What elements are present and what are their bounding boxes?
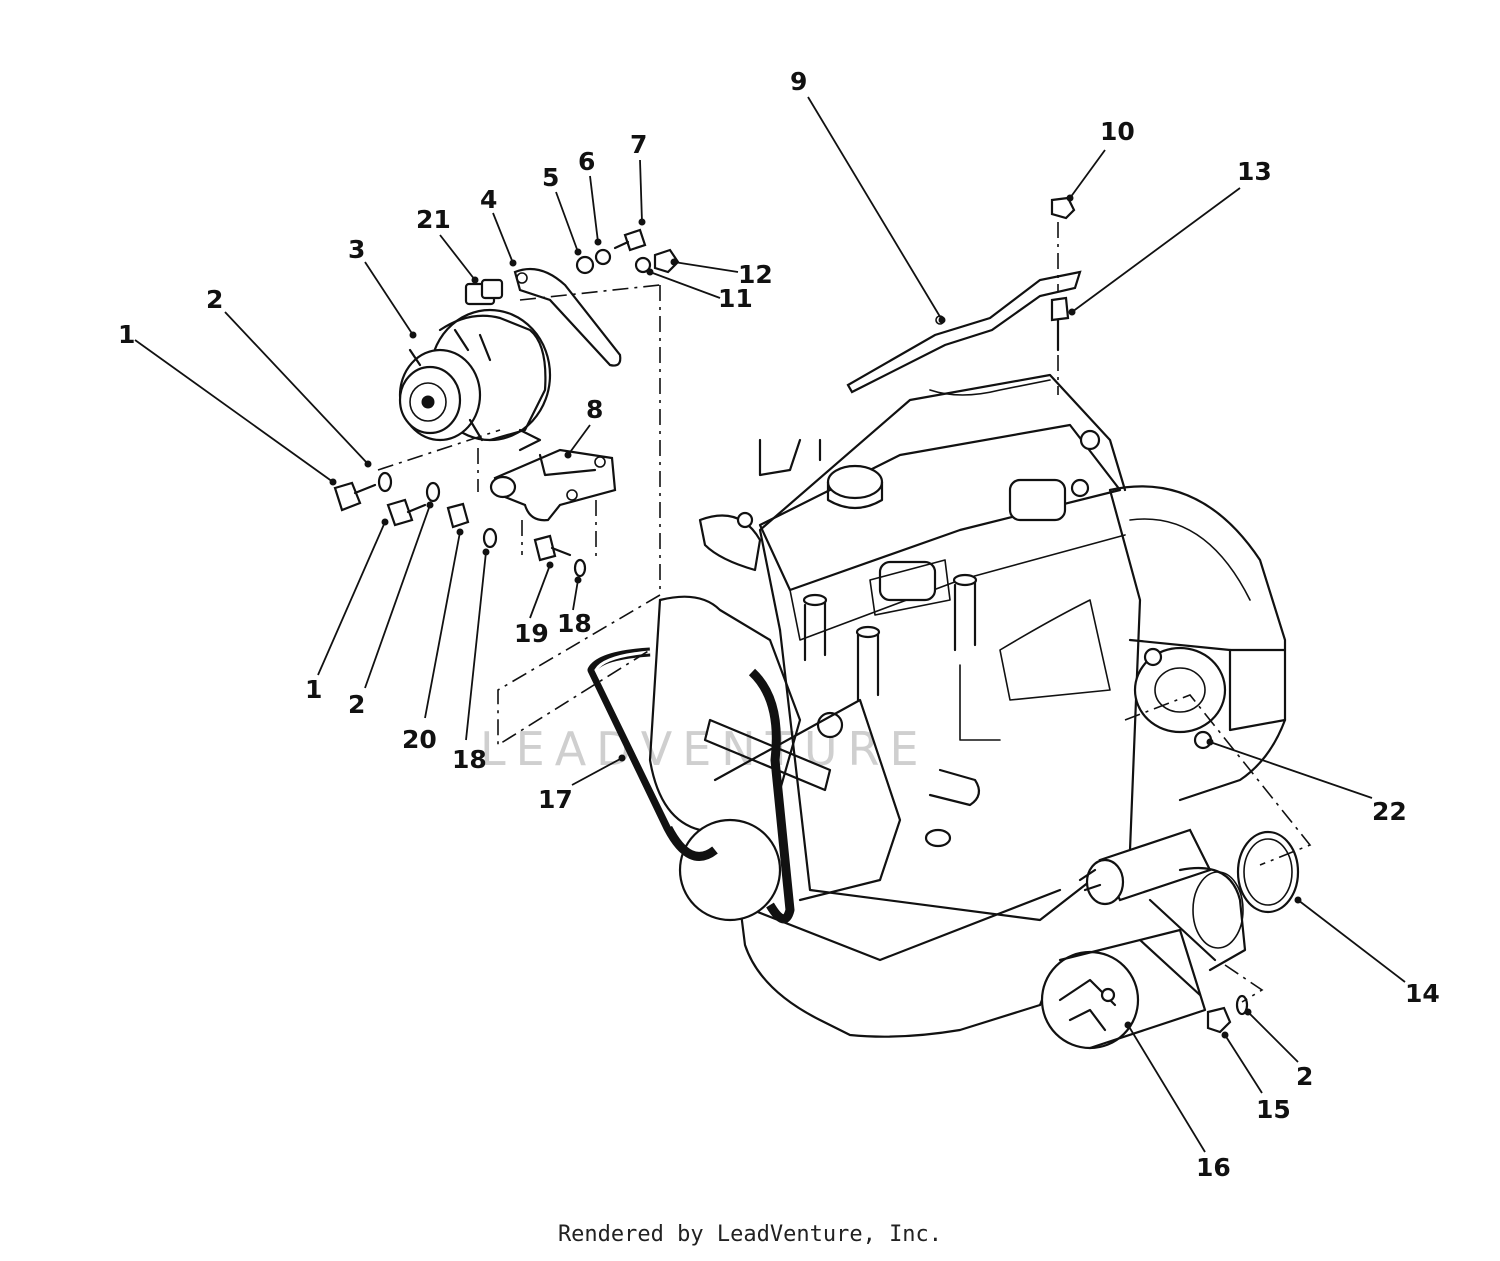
callout-1-bottom: 1 [305, 675, 322, 704]
starter-motor [1040, 828, 1247, 1050]
render-credit: Rendered by LeadVenture, Inc. [557, 1222, 943, 1247]
callout-labels: 1 2 3 21 4 5 6 7 12 11 8 1 2 20 18 19 18… [118, 67, 1440, 1182]
callout-5: 5 [542, 163, 559, 192]
callout-14: 14 [1405, 979, 1440, 1008]
callout-2-starter: 2 [1296, 1062, 1313, 1091]
watermark: LEADVENTURE [480, 722, 929, 776]
watermark-text: LEADVENTURE [480, 722, 929, 776]
callout-20: 20 [402, 725, 437, 754]
callout-9: 9 [790, 67, 807, 96]
callout-1-top: 1 [118, 320, 135, 349]
callout-4: 4 [480, 185, 497, 214]
mounting-bracket [489, 448, 617, 522]
callout-17: 17 [538, 785, 573, 814]
callout-8: 8 [586, 395, 603, 424]
callout-18-lower: 18 [452, 745, 487, 774]
connector [464, 278, 504, 306]
callout-10: 10 [1100, 117, 1135, 146]
callout-2-bottom: 2 [348, 690, 365, 719]
callout-22: 22 [1372, 797, 1407, 826]
callout-16: 16 [1196, 1153, 1231, 1182]
hardware [333, 196, 1249, 1034]
callout-11: 11 [718, 284, 753, 313]
callout-21: 21 [416, 205, 451, 234]
callout-2-top: 2 [206, 285, 223, 314]
callout-12: 12 [738, 260, 773, 289]
gasket [846, 270, 1082, 394]
adjusting-bracket [513, 267, 622, 367]
callout-3: 3 [348, 235, 365, 264]
callout-6: 6 [578, 147, 595, 176]
callout-19: 19 [514, 619, 549, 648]
alignment-lines [377, 222, 1312, 1003]
leader-lines [134, 96, 1406, 1153]
callout-13: 13 [1237, 157, 1272, 186]
o-ring [1236, 830, 1300, 914]
callout-15: 15 [1256, 1095, 1291, 1124]
v-belt [587, 647, 795, 924]
callout-7: 7 [630, 130, 647, 159]
alternator [398, 308, 552, 452]
callout-18-upper: 18 [557, 609, 592, 638]
engine-block [648, 373, 1287, 1038]
